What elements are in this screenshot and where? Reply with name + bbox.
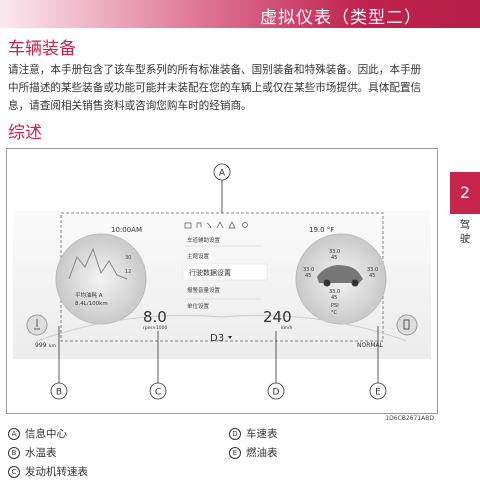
chapter-label-char-1: 驾 xyxy=(459,219,471,231)
callout-d-label: D xyxy=(273,388,280,398)
gauge-scale-max: 30 xyxy=(125,255,131,261)
gauge-arc xyxy=(36,314,408,342)
legend-item-a: A 信息中心 xyxy=(8,426,67,441)
legend-item-c: C 发动机转速表 xyxy=(8,464,88,479)
speed-unit: km/h xyxy=(281,325,293,331)
legend-label-e: 燃油表 xyxy=(246,447,278,459)
tire-front-sub: 45 xyxy=(331,255,337,261)
fuel-gauge xyxy=(396,314,418,336)
consumption-value: 8.4L/100km xyxy=(75,301,108,307)
legend-key-b: B xyxy=(8,447,20,459)
legend-key-a: A xyxy=(8,428,20,440)
tire-temp-unit: °C xyxy=(331,310,338,316)
nav-icon xyxy=(216,221,224,229)
fuel-pump-icon xyxy=(403,319,410,330)
callout-c xyxy=(149,382,167,400)
tire-front-left: 33.0 xyxy=(329,249,340,255)
legend-label-a: 信息中心 xyxy=(25,428,67,440)
clock-text: 10:00AM xyxy=(111,226,142,234)
intro-paragraph: 请注意，本手册包含了该车型系列的所有标准装备、国别装备和特殊装备。因此，本手册 … xyxy=(8,61,440,115)
menu-item-theme: 主题设置 xyxy=(187,252,210,260)
info-menu: 车道辅助设置 主题设置 行驶数据设置 报警音量设置 单位设置 xyxy=(182,236,268,310)
tire-unit: PSI xyxy=(331,303,339,309)
coolant-temp-icon xyxy=(34,319,40,330)
dashboard-illustration: 10:00AM 19.0 °F A 30 12 平均油耗 A 8.4L/100k… xyxy=(13,163,431,400)
gear-indicator: D3 xyxy=(210,333,224,344)
tire-mid-left: 45 xyxy=(305,273,311,279)
drive-mode: NORMAL xyxy=(357,342,384,349)
phone-icon xyxy=(206,222,212,229)
consumption-label: 平均油耗 A xyxy=(75,291,103,299)
dashboard-figure: 10:00AM 19.0 °F A 30 12 平均油耗 A 8.4L/100k… xyxy=(6,148,438,414)
intro-line-2: 中所描述的某些装备或功能可能并未装配在您的车辆上或仅在某些市场提供。具体配置信 xyxy=(8,82,422,94)
intro-line-1: 请注意，本手册包含了该车型系列的所有标准装备、国别装备和特殊装备。因此，本手册 xyxy=(8,64,422,76)
tire-front-right: 33.0 xyxy=(303,267,314,273)
car-silhouette xyxy=(317,265,363,283)
consumption-graph xyxy=(68,247,128,280)
callout-b xyxy=(50,382,68,400)
chapter-label-char-2: 驶 xyxy=(459,233,471,245)
temperature-text: 19.0 °F xyxy=(309,226,334,234)
gauge-scale-mid: 12 xyxy=(125,269,131,275)
speed-value: 240 xyxy=(263,308,292,326)
legend-label-c: 发动机转速表 xyxy=(25,466,88,478)
left-gauge xyxy=(55,233,147,325)
menu-item-lane-assist: 车道辅助设置 xyxy=(187,236,221,244)
legend-label-b: 水温表 xyxy=(25,447,57,459)
header-bar: 虚拟仪表（类型二） xyxy=(0,0,480,28)
wheel-rear xyxy=(351,279,359,287)
menu-item-trip-data: 行驶数据设置 xyxy=(189,268,231,277)
music-icon xyxy=(196,222,202,228)
callout-c-label: C xyxy=(155,388,161,398)
car-status-icon xyxy=(184,222,192,229)
status-icons xyxy=(184,221,248,229)
legend-item-e: E 燃油表 xyxy=(229,445,278,460)
tire-mid-right: 45 xyxy=(369,273,375,279)
callout-e xyxy=(369,382,387,400)
chapter-label: 驾 驶 xyxy=(456,218,474,246)
legend-key-e: E xyxy=(229,447,241,459)
section-title-overview: 综述 xyxy=(8,123,42,143)
gear-dropdown-icon xyxy=(228,336,232,339)
tire-rear-left: 33.0 xyxy=(329,289,340,295)
warning-icon xyxy=(228,221,236,229)
legend-item-b: B 水温表 xyxy=(8,445,57,460)
callout-b-label: B xyxy=(56,388,62,398)
section-title-equipment: 车辆装备 xyxy=(8,39,76,59)
tire-rear-right: 33.0 xyxy=(367,267,378,273)
callout-a-label: A xyxy=(219,169,226,179)
chapter-tab[interactable]: 2 xyxy=(450,172,480,214)
odometer-unit: km xyxy=(49,343,56,349)
legend-item-d: D 车速表 xyxy=(229,426,278,441)
tire-rear-sub: 45 xyxy=(331,295,337,301)
settings-icon xyxy=(242,222,248,228)
wheel-front xyxy=(323,279,331,287)
figure-code: 1D6CB2671ABD xyxy=(385,415,434,422)
page-title: 虚拟仪表（类型二） xyxy=(260,8,422,28)
rpm-unit: rpm×1000 xyxy=(143,325,167,331)
menu-item-units: 单位设置 xyxy=(187,302,210,310)
callout-d xyxy=(267,382,285,400)
menu-item-alarm-volume: 报警音量设置 xyxy=(187,286,221,294)
intro-line-3: 息，请查阅相关销售资料或咨询您购车时的经销商。 xyxy=(8,100,252,112)
legend-key-c: C xyxy=(8,466,20,478)
rpm-value: 8.0 xyxy=(143,308,167,326)
odometer-value: 999 xyxy=(35,342,47,349)
menu-item-selected-bg xyxy=(182,263,268,281)
legend-key-d: D xyxy=(229,428,241,440)
legend-label-d: 车速表 xyxy=(246,428,278,440)
callout-e-label: E xyxy=(375,388,381,398)
